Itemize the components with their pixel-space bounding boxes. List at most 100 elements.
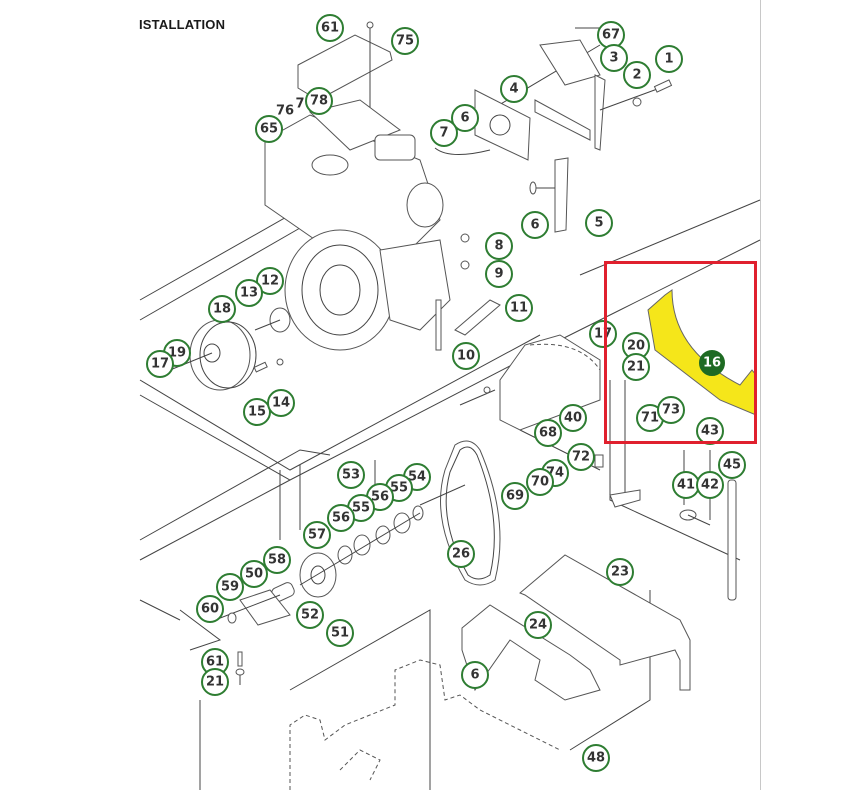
bottom-bolt bbox=[235, 651, 245, 685]
callout-53[interactable]: 53 bbox=[337, 461, 365, 489]
callout-21[interactable]: 21 bbox=[201, 668, 229, 696]
svg-text:58: 58 bbox=[268, 553, 286, 568]
svg-text:59: 59 bbox=[221, 580, 239, 595]
callout-14[interactable]: 14 bbox=[267, 389, 295, 417]
svg-text:61: 61 bbox=[206, 655, 224, 670]
callout-18[interactable]: 18 bbox=[208, 295, 236, 323]
svg-text:40: 40 bbox=[564, 411, 582, 426]
page-title: ISTALLATION bbox=[139, 17, 226, 32]
svg-text:56: 56 bbox=[332, 511, 350, 526]
callout-73[interactable]: 73 bbox=[657, 396, 685, 424]
svg-text:73: 73 bbox=[662, 403, 680, 418]
callout-9[interactable]: 9 bbox=[485, 260, 513, 288]
callout-1[interactable]: 1 bbox=[655, 45, 683, 73]
callout-23[interactable]: 23 bbox=[606, 558, 634, 586]
belt-cover-23 bbox=[519, 554, 691, 691]
svg-text:9: 9 bbox=[494, 267, 503, 282]
svg-text:50: 50 bbox=[245, 567, 263, 582]
svg-text:57: 57 bbox=[308, 528, 326, 543]
callout-13[interactable]: 13 bbox=[235, 279, 263, 307]
callout-78[interactable]: 78 bbox=[305, 87, 333, 115]
svg-text:71: 71 bbox=[641, 411, 659, 426]
callout-11[interactable]: 11 bbox=[505, 294, 533, 322]
callout-10[interactable]: 10 bbox=[452, 342, 480, 370]
callout-15[interactable]: 15 bbox=[243, 398, 271, 426]
callout-4[interactable]: 4 bbox=[500, 75, 528, 103]
callout-50[interactable]: 50 bbox=[240, 560, 268, 588]
svg-text:53: 53 bbox=[342, 468, 360, 483]
callout-68[interactable]: 68 bbox=[534, 419, 562, 447]
svg-text:55: 55 bbox=[390, 481, 408, 496]
idler-shaft-assembly bbox=[214, 460, 424, 626]
callout-26[interactable]: 26 bbox=[447, 540, 475, 568]
callout-8[interactable]: 8 bbox=[485, 232, 513, 260]
callout-17[interactable]: 17 bbox=[589, 320, 617, 348]
svg-text:20: 20 bbox=[627, 339, 645, 354]
svg-text:70: 70 bbox=[531, 475, 549, 490]
callout-65[interactable]: 65 bbox=[255, 115, 283, 143]
callout-71[interactable]: 71 bbox=[636, 404, 664, 432]
svg-text:12: 12 bbox=[261, 274, 279, 289]
callout-24[interactable]: 24 bbox=[524, 611, 552, 639]
callout-2[interactable]: 2 bbox=[623, 61, 651, 89]
callout-21[interactable]: 21 bbox=[622, 353, 650, 381]
svg-text:43: 43 bbox=[701, 424, 719, 439]
callout-57[interactable]: 57 bbox=[303, 521, 331, 549]
callout-56[interactable]: 56 bbox=[327, 504, 355, 532]
callout-70[interactable]: 70 bbox=[526, 468, 554, 496]
svg-text:56: 56 bbox=[371, 490, 389, 505]
callout-58[interactable]: 58 bbox=[263, 546, 291, 574]
svg-text:10: 10 bbox=[457, 349, 475, 364]
callout-52[interactable]: 52 bbox=[296, 601, 324, 629]
svg-text:26: 26 bbox=[452, 547, 470, 562]
callout-61[interactable]: 61 bbox=[201, 648, 229, 676]
callout-19[interactable]: 19 bbox=[163, 339, 191, 367]
callout-60[interactable]: 60 bbox=[196, 595, 224, 623]
callout-69[interactable]: 69 bbox=[501, 482, 529, 510]
svg-text:52: 52 bbox=[301, 608, 319, 623]
callout-3[interactable]: 3 bbox=[600, 44, 628, 72]
svg-text:75: 75 bbox=[396, 34, 414, 49]
svg-text:7: 7 bbox=[439, 126, 448, 141]
callout-61[interactable]: 61 bbox=[316, 14, 344, 42]
page-divider bbox=[760, 0, 761, 790]
top-cover-part bbox=[297, 21, 393, 115]
callout-7[interactable]: 7 bbox=[430, 119, 458, 147]
svg-text:15: 15 bbox=[248, 405, 266, 420]
svg-text:68: 68 bbox=[539, 426, 557, 441]
callout-59[interactable]: 59 bbox=[216, 573, 244, 601]
svg-text:5: 5 bbox=[594, 216, 603, 231]
svg-text:17: 17 bbox=[594, 327, 612, 342]
svg-text:67: 67 bbox=[602, 28, 620, 43]
engine-part bbox=[264, 99, 451, 351]
callout-43[interactable]: 43 bbox=[696, 417, 724, 445]
callout-45[interactable]: 45 bbox=[718, 451, 746, 479]
callout-6[interactable]: 6 bbox=[451, 104, 479, 132]
callout-5[interactable]: 5 bbox=[585, 209, 613, 237]
svg-text:13: 13 bbox=[240, 286, 258, 301]
callout-72[interactable]: 72 bbox=[567, 443, 595, 471]
label-7: 7 bbox=[295, 97, 304, 112]
callout-17[interactable]: 17 bbox=[146, 350, 174, 378]
svg-text:8: 8 bbox=[494, 239, 503, 254]
engine-pulley bbox=[169, 307, 291, 391]
callout-40[interactable]: 40 bbox=[559, 404, 587, 432]
callout-67[interactable]: 67 bbox=[597, 21, 625, 49]
svg-text:19: 19 bbox=[168, 346, 186, 361]
callout-75[interactable]: 75 bbox=[391, 27, 419, 55]
callout-41[interactable]: 41 bbox=[672, 471, 700, 499]
label-76: 76 bbox=[276, 104, 294, 119]
callout-51[interactable]: 51 bbox=[326, 619, 354, 647]
svg-text:3: 3 bbox=[609, 51, 618, 66]
callout-12[interactable]: 12 bbox=[256, 267, 284, 295]
svg-text:23: 23 bbox=[611, 565, 629, 580]
callout-20[interactable]: 20 bbox=[622, 332, 650, 360]
callout-48[interactable]: 48 bbox=[582, 744, 610, 772]
callout-16-highlighted[interactable]: 16 bbox=[699, 350, 725, 376]
svg-text:51: 51 bbox=[331, 626, 349, 641]
callout-42[interactable]: 42 bbox=[696, 471, 724, 499]
callout-6[interactable]: 6 bbox=[521, 211, 549, 239]
callout-6[interactable]: 6 bbox=[461, 661, 489, 689]
svg-text:55: 55 bbox=[352, 501, 370, 516]
